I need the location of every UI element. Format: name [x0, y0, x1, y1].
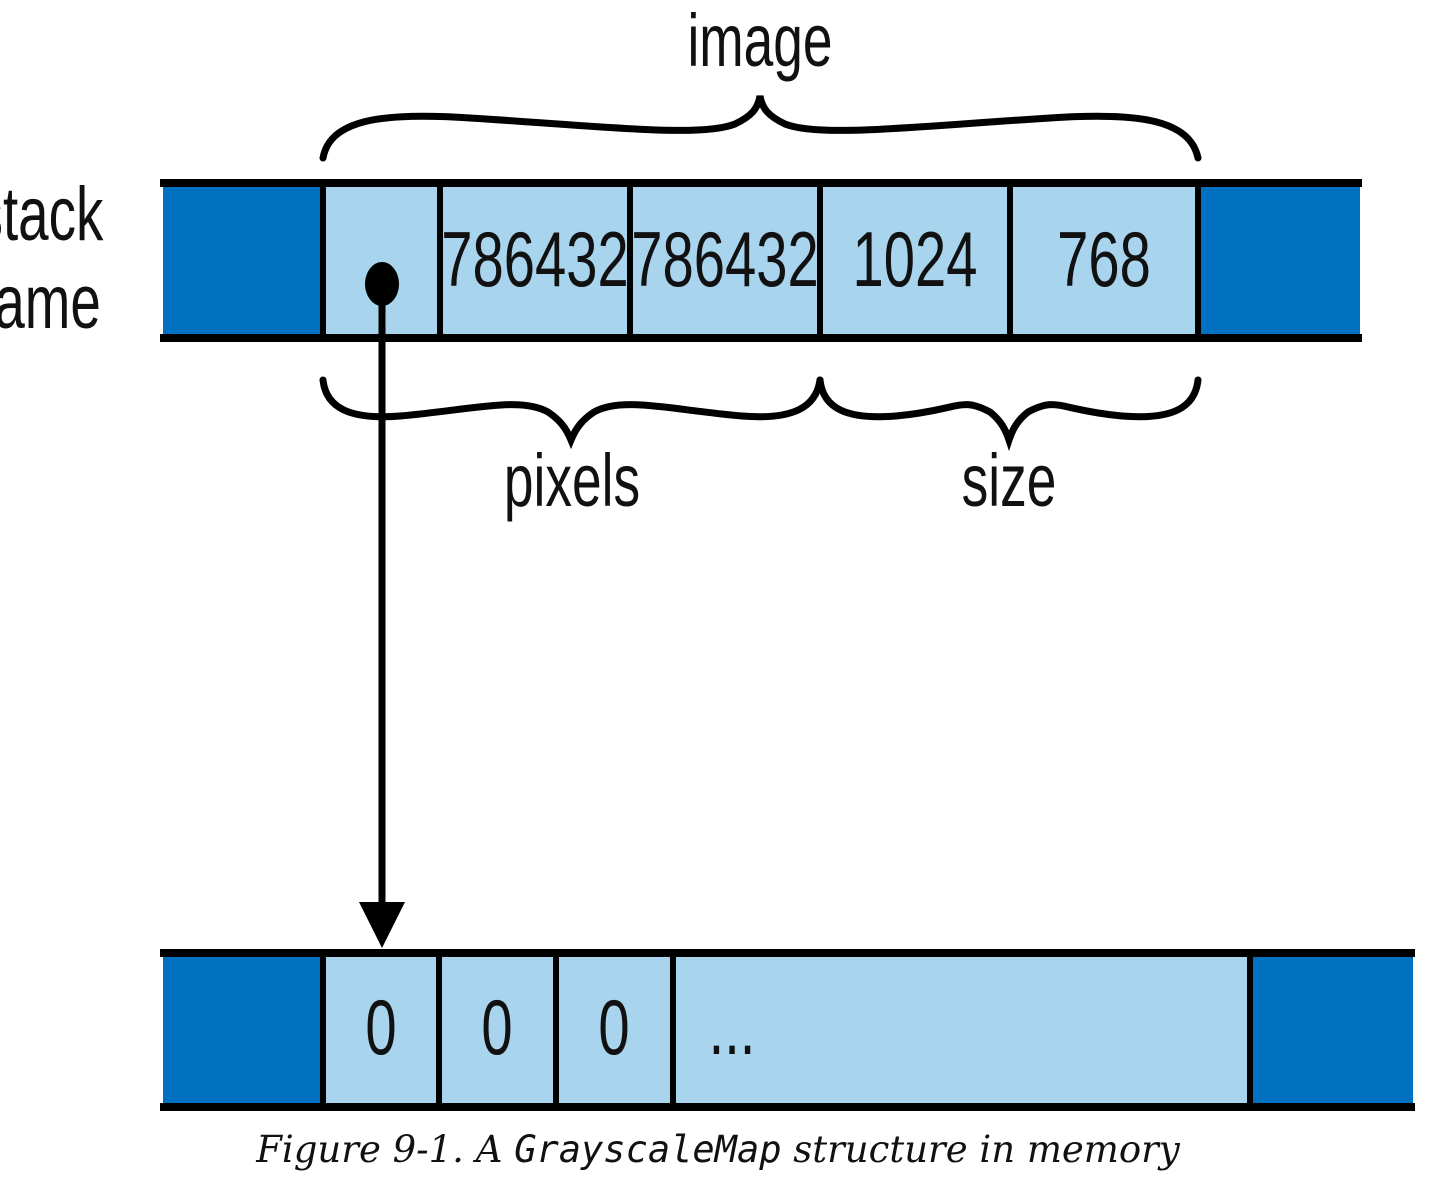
figure-caption: Figure 9-1. A GrayscaleMap structure in … [0, 1128, 1436, 1171]
image-brace [319, 95, 1202, 162]
stack-label: stack [0, 172, 104, 257]
caption-code: GrayscaleMap [514, 1128, 782, 1171]
stack-cell-value: 786432 [631, 216, 818, 303]
stack-dark-right [1198, 184, 1360, 338]
heap-cell-value: 0 [365, 984, 396, 1071]
pixels-label: pixels [504, 439, 640, 522]
heap-cell-2 [439, 955, 556, 1107]
pointer-dot [365, 262, 399, 306]
stack-cell-2 [630, 184, 820, 338]
stack-frame-bar: 786432 786432 1024 768 [160, 179, 1362, 342]
heap-dark-right [1250, 955, 1413, 1107]
pointer-arrowhead [359, 902, 405, 948]
stack-cell-1 [440, 184, 630, 338]
heap-cell-ellipsis: ... [709, 984, 756, 1071]
stack-cell-value: 786432 [441, 216, 628, 303]
heap-cell-3 [556, 955, 673, 1107]
stack-cell-4 [1010, 184, 1198, 338]
heap-cell-1 [323, 955, 439, 1107]
stack-cell-value: 1024 [853, 216, 978, 303]
heap-cell-rest [673, 955, 1250, 1107]
heap-buffer-bar: 0 0 0 ... [160, 949, 1415, 1111]
caption-prefix: Figure 9-1. A [256, 1128, 515, 1171]
heap-dark-left [163, 955, 323, 1107]
image-label: image [687, 0, 832, 82]
size-brace [816, 376, 1202, 452]
stack-cell-value: 768 [1057, 216, 1151, 303]
heap-cell-value: 0 [481, 984, 512, 1071]
stack-dark-left [163, 184, 323, 338]
frame-label: frame [0, 260, 101, 345]
caption-suffix: structure in memory [781, 1128, 1180, 1171]
pixels-brace [319, 376, 824, 450]
heap-cell-value: 0 [598, 984, 629, 1071]
size-label: size [962, 439, 1057, 522]
stack-cell-3 [820, 184, 1010, 338]
